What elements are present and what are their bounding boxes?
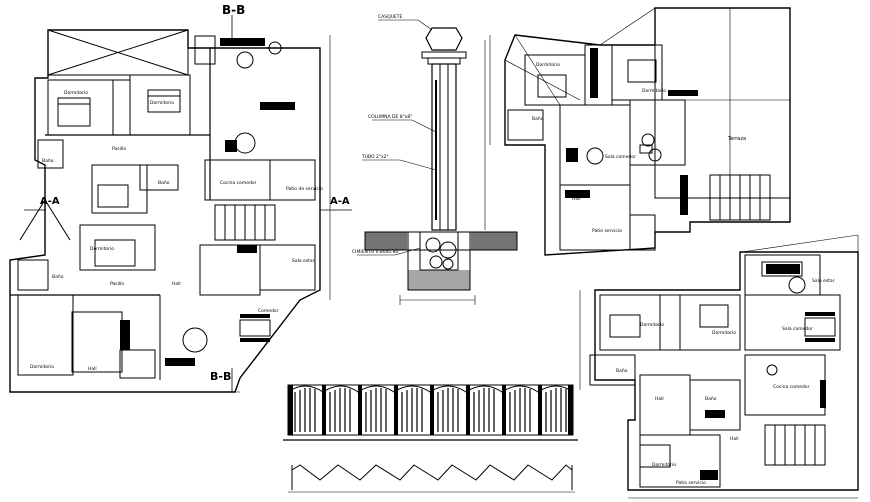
- label-patio: Patio de servicio: [286, 186, 323, 192]
- label-room-a: Dormitorio: [64, 90, 88, 96]
- section-bb-top: B-B: [222, 3, 245, 17]
- label-room-c: Dormitorio: [90, 246, 114, 252]
- label-p2-room-b: Dormitorio: [642, 88, 666, 94]
- fence-bars: [294, 388, 567, 432]
- floor-plan-left: [9, 15, 352, 393]
- column-detail: [357, 19, 518, 305]
- label-column: COLUMNA DE 8"x8": [368, 114, 412, 120]
- label-p3-hall-b: Hall: [730, 436, 739, 442]
- label-cap: CASQUETE: [378, 14, 403, 20]
- label-p2-sitting: Sala comedor: [605, 154, 636, 160]
- footing-hatch: [365, 232, 517, 290]
- label-p3-living: Sala estar: [812, 278, 835, 284]
- label-p3-kitchen: Cocina comedor: [773, 384, 810, 390]
- label-bath-a: Baño: [42, 158, 54, 164]
- column-detail-labels: CASQUETE COLUMNA DE 8"x8" TUBO 2"x2" CIM…: [352, 14, 412, 255]
- label-p2-terrace: Terraza: [727, 136, 746, 142]
- label-p2-patio: Patio servicio: [592, 228, 622, 234]
- label-hall-a: Pasillo: [112, 146, 126, 152]
- section-markers: B-B B-B A-A A-A: [40, 3, 350, 383]
- label-p3-patio: Patio servicio: [676, 480, 706, 486]
- floor-plan-bottom-right: [579, 234, 859, 499]
- furniture-top-right: [565, 48, 698, 215]
- label-bath-b: Baño: [158, 180, 170, 186]
- label-dining: Comedor: [258, 308, 279, 314]
- label-hall-c: Hall: [172, 281, 181, 287]
- floor-plan-top-right: [489, 7, 791, 256]
- label-footing: CIMIENTO 0.80x0.80: [352, 249, 398, 255]
- label-living: Sala estar: [292, 258, 315, 264]
- label-p3-room-b: Dormitorio: [712, 330, 736, 336]
- label-p3-bath-a: Baño: [616, 368, 628, 374]
- label-p3-room-c: Dormitorio: [652, 462, 676, 468]
- label-p2-room-a: Dormitorio: [536, 62, 560, 68]
- label-room-d: Dormitorio: [30, 364, 54, 370]
- fence-posts: [288, 385, 573, 435]
- label-bar: TUBO 2"x2": [361, 154, 389, 160]
- label-p3-room-a: Dormitorio: [640, 322, 664, 328]
- label-kitchen: Cocina comedor: [220, 180, 257, 186]
- room-labels-bottom-right: Dormitorio Dormitorio Sala estar Sala co…: [616, 278, 835, 486]
- label-p3-dining: Sala comedor: [782, 326, 813, 332]
- label-hall-d: Hall: [88, 366, 97, 372]
- section-aa-left: A-A: [40, 196, 60, 207]
- section-bb-bottom: B-B: [210, 370, 231, 383]
- room-labels-top-right: Dormitorio Dormitorio Baño Terraza Sala …: [532, 62, 746, 234]
- label-hall-b: Pasillo: [110, 281, 124, 287]
- label-bath-c: Baño: [52, 274, 64, 280]
- furniture-bottom-right: [700, 264, 835, 480]
- label-room-b: Dormitorio: [150, 100, 174, 106]
- room-labels-left: Dormitorio Dormitorio Baño Pasillo Baño …: [30, 90, 323, 372]
- section-aa-right: A-A: [330, 196, 350, 207]
- furniture-plan-left: [120, 38, 295, 366]
- label-p2-hall: Hall: [572, 196, 581, 202]
- label-p3-bath-b: Baño: [705, 396, 717, 402]
- label-p2-bath: Baño: [532, 116, 544, 122]
- label-p3-hall-a: Hall: [655, 396, 664, 402]
